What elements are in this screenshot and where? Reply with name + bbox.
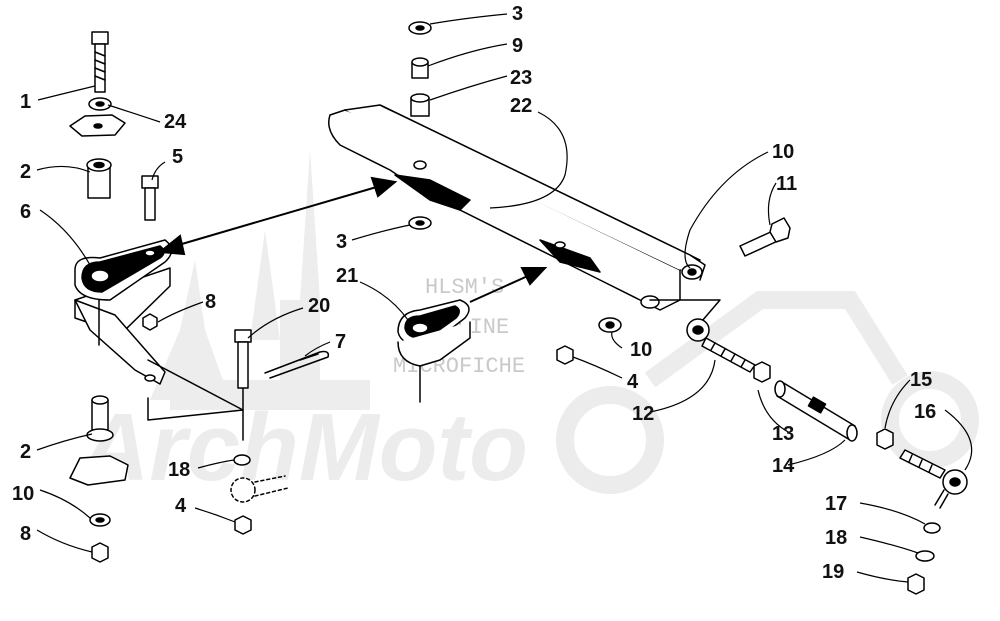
washer-18-right <box>915 550 935 562</box>
idler-arm-21 <box>397 299 471 403</box>
bolt-1 <box>91 31 109 93</box>
callouts: 1 24 2 5 6 8 20 7 2 10 8 18 4 3 9 23 22 … <box>12 3 936 583</box>
assembly-arrows <box>157 176 548 303</box>
bolt-5 <box>141 175 159 221</box>
washer-17 <box>923 522 941 534</box>
callout-12: 12 <box>632 403 654 425</box>
cotter-pin-7 <box>264 350 330 379</box>
watermark-line-1: HLSM'S <box>425 275 504 300</box>
callout-21: 21 <box>336 265 358 287</box>
jam-nut-13 <box>753 361 771 383</box>
callout-1: 1 <box>20 91 31 113</box>
callout-11: 11 <box>776 173 797 195</box>
callout-3-middle: 3 <box>336 231 347 253</box>
watermark-skyline <box>150 150 370 410</box>
callout-14: 14 <box>772 455 795 477</box>
callout-10-left: 10 <box>12 483 34 505</box>
callout-7: 7 <box>335 331 346 353</box>
tie-rod-sleeve-14 <box>774 380 858 442</box>
tie-rod-end-16 <box>899 449 968 509</box>
callout-24: 24 <box>164 111 187 133</box>
callout-4-left: 4 <box>175 495 187 517</box>
spacer-2-bottom <box>86 395 114 442</box>
callout-17: 17 <box>825 493 847 515</box>
spacer-2-top <box>86 158 112 199</box>
callout-6: 6 <box>20 201 31 223</box>
washer-18-left <box>233 454 251 466</box>
callout-3-top: 3 <box>512 3 523 25</box>
callout-2-top: 2 <box>20 161 31 183</box>
callout-5: 5 <box>172 146 183 168</box>
watermark-brand: ArchMoto <box>78 394 528 501</box>
idler-arm-6 <box>74 239 173 385</box>
bolt-11 <box>739 217 791 257</box>
callout-22: 22 <box>510 95 532 117</box>
callout-23: 23 <box>510 67 532 89</box>
jam-nut-15 <box>876 428 894 450</box>
tie-rod-end-12 <box>686 318 756 373</box>
callout-18-left: 18 <box>168 459 190 481</box>
nut-8-top <box>142 313 158 331</box>
callout-8-top: 8 <box>205 291 216 313</box>
callout-13: 13 <box>772 423 794 445</box>
plate-bottom-left <box>69 455 129 486</box>
callout-18-right: 18 <box>825 527 847 549</box>
bolt-20 <box>234 329 252 389</box>
bushing-9 <box>411 57 429 79</box>
callout-19: 19 <box>822 561 844 583</box>
callout-2-bottom: 2 <box>20 441 31 463</box>
nut-4-left <box>234 515 252 535</box>
tie-bar-22 <box>328 104 706 311</box>
bushing-23 <box>410 93 430 117</box>
callout-16: 16 <box>914 401 936 423</box>
nut-19 <box>907 573 925 595</box>
nut-4-center <box>556 345 574 365</box>
callout-20: 20 <box>308 295 330 317</box>
callout-4-center: 4 <box>627 371 639 393</box>
nut-8-bottom <box>91 542 109 563</box>
ball-joint-socket <box>230 475 289 503</box>
callout-10-center: 10 <box>630 339 652 361</box>
callout-10-right: 10 <box>772 141 794 163</box>
callout-9: 9 <box>512 35 523 57</box>
callout-8-bottom: 8 <box>20 523 31 545</box>
callout-15: 15 <box>910 369 932 391</box>
leader-lines <box>36 13 973 583</box>
